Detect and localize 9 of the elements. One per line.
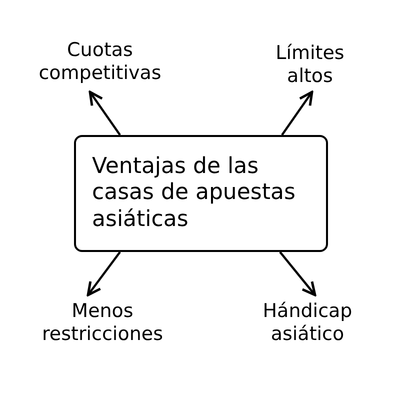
arrow xyxy=(86,251,121,296)
benefit-label: Límites altos xyxy=(255,38,365,92)
arrow xyxy=(279,251,316,296)
arrow xyxy=(281,90,314,136)
arrow xyxy=(88,90,121,136)
benefit-label: Cuotas competitivas xyxy=(15,32,185,92)
benefit-label: Menos restricciones xyxy=(15,295,190,350)
title-box: Ventajas de las casas de apuestas asiáticas xyxy=(74,135,328,252)
benefit-label: Hándicap asiático xyxy=(225,295,390,350)
